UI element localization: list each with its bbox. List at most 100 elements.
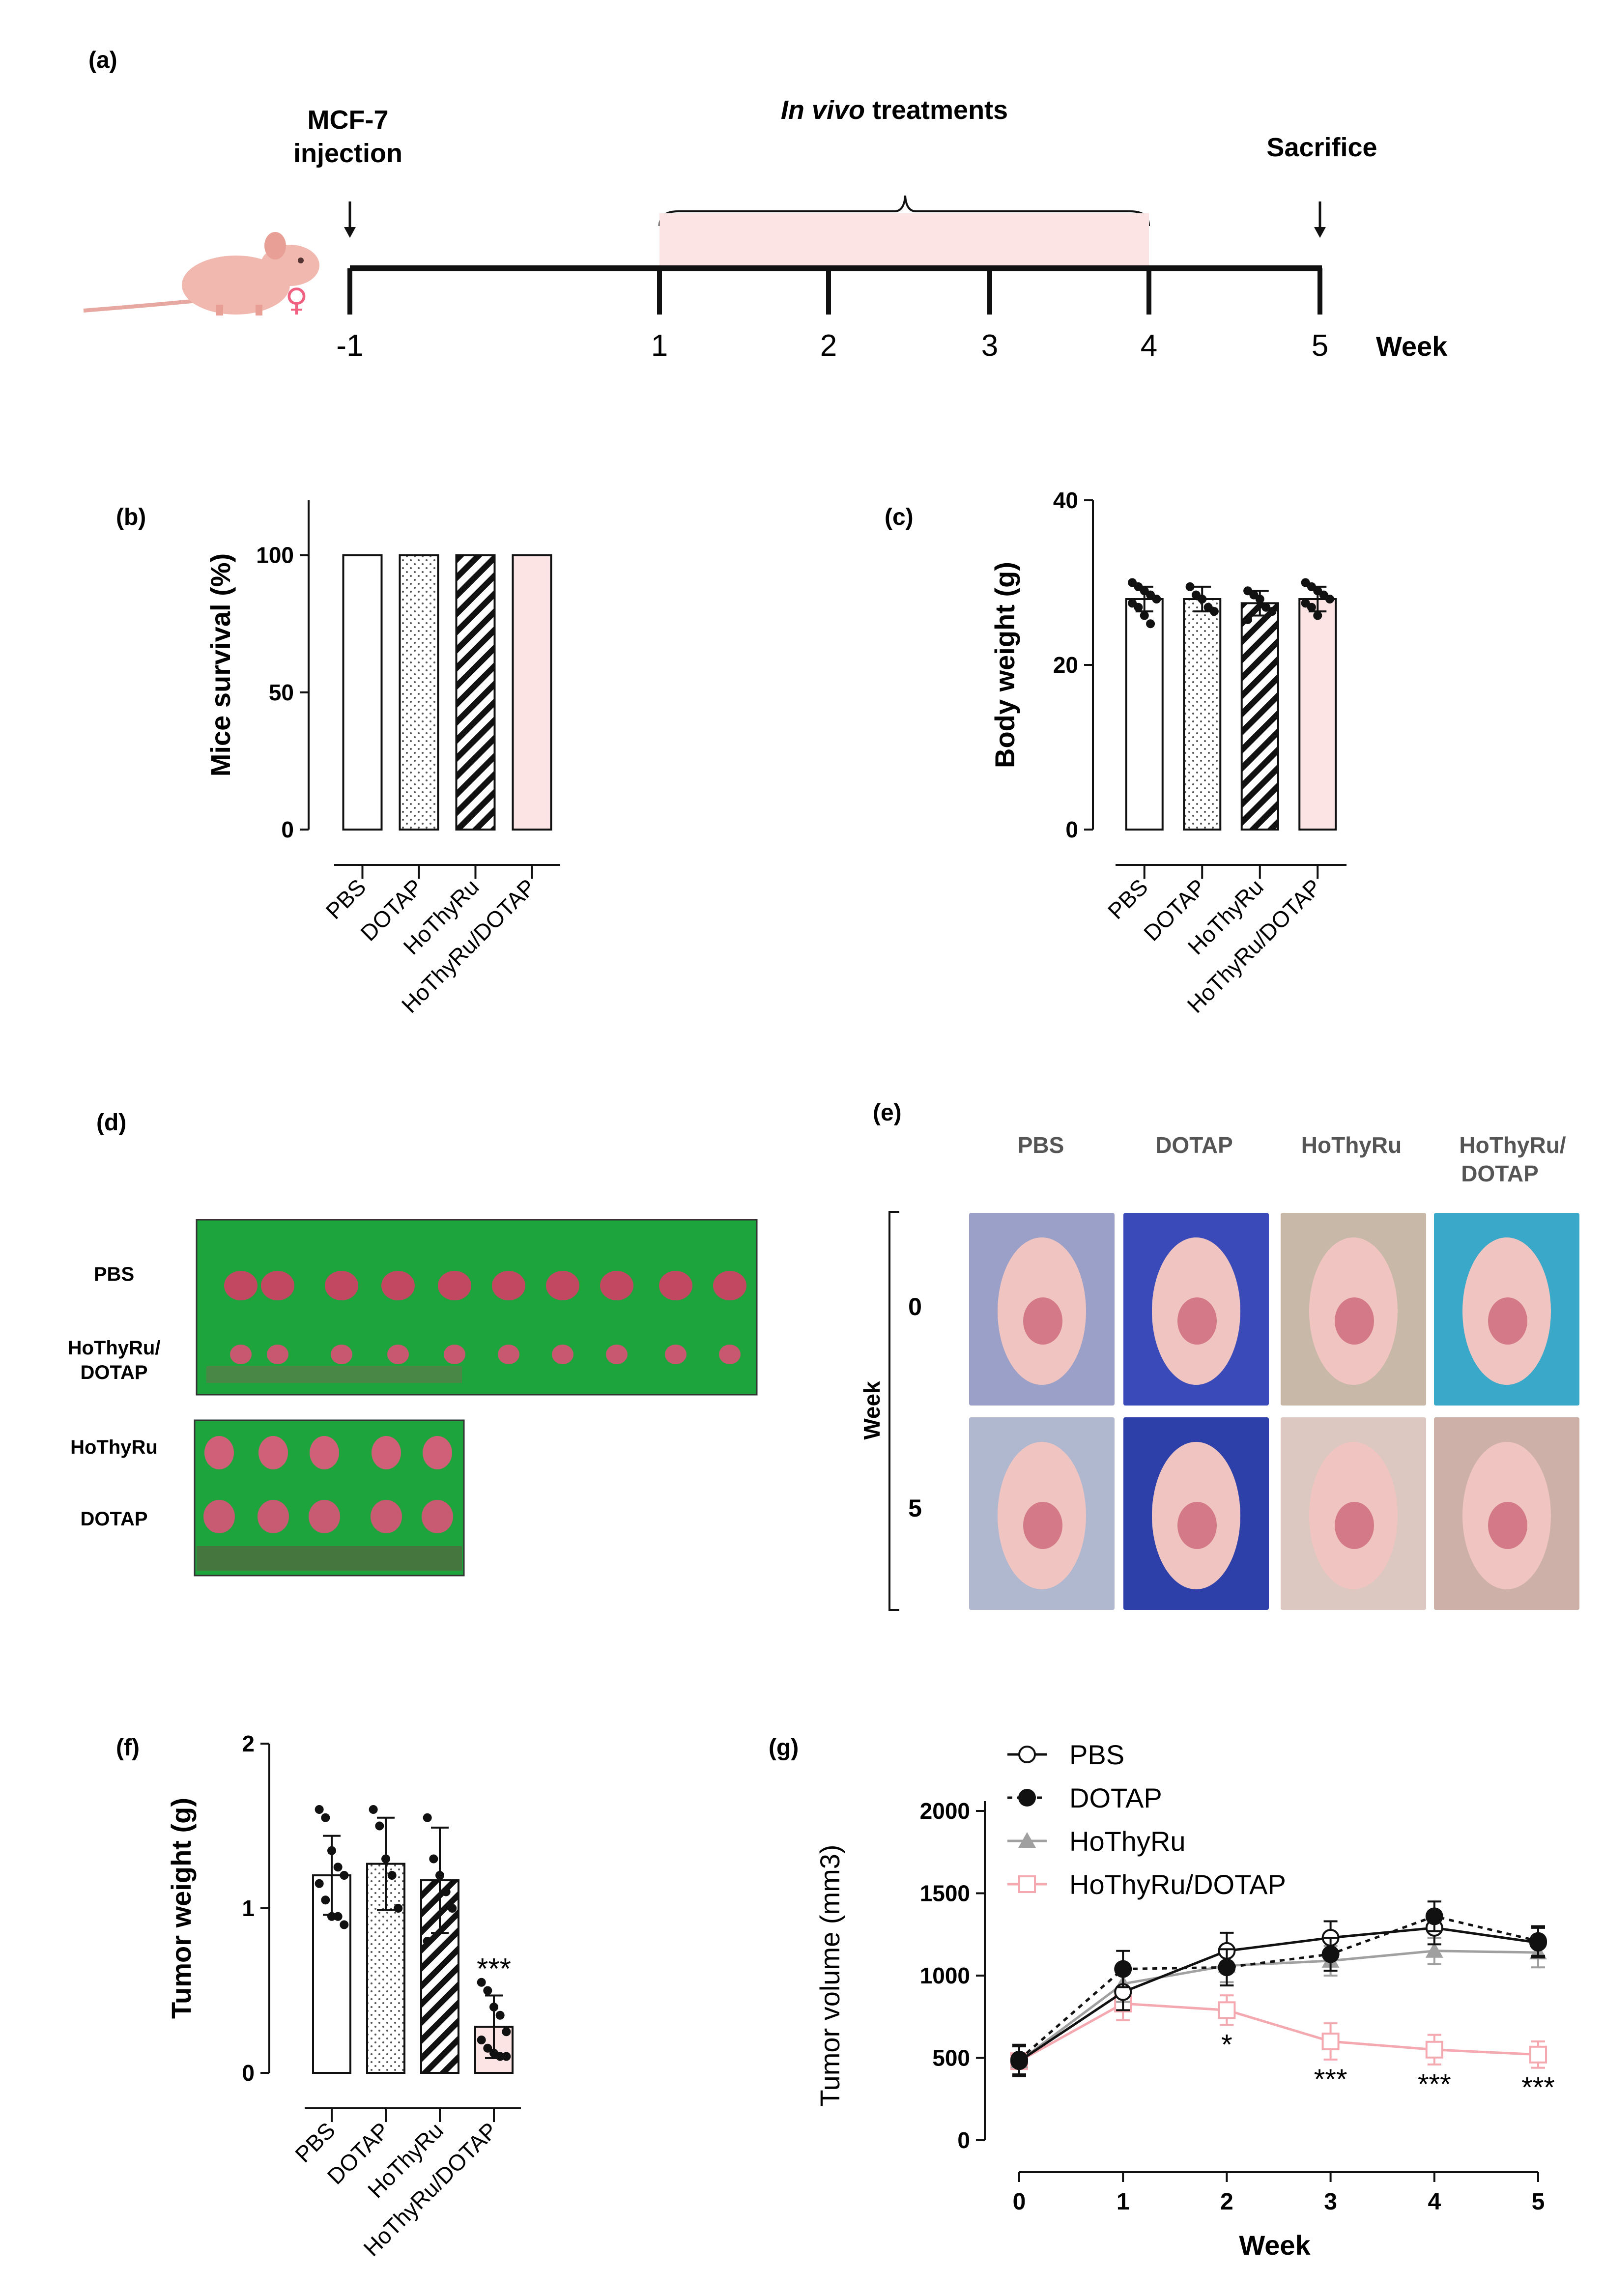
data-point [502,2027,511,2037]
data-point [1152,595,1161,603]
significance-label: *** [1314,2064,1347,2095]
significance-label: *** [1418,2068,1451,2100]
bar [1183,598,1222,831]
y-tick-label: 0 [1065,817,1078,842]
photo-e-axis-label: Week [859,1381,885,1440]
tumor-sample [546,1271,579,1300]
legend-label: PBS [1069,1739,1124,1770]
tumor-mark [1488,1502,1527,1549]
data-point [1325,595,1334,603]
y-axis-label: Tumor volume (mm3) [814,1844,845,2106]
data-point [495,2010,505,2020]
tumor-mark [1177,1297,1217,1345]
panel-e: (e) PBS DOTAP HoThyRu HoThyRu/ DOTAP Wee… [859,1100,1579,1611]
timeline-tick-label: 5 [1312,329,1328,363]
tumor-mark [1023,1297,1062,1345]
data-point [1218,1958,1236,1977]
data-point [495,2052,505,2061]
data-point [1321,2033,1340,2050]
bar [1298,598,1337,831]
tumor-sample [230,1345,252,1364]
y-axis-label: Body weight (g) [989,562,1020,768]
mouse-illustration: ♀ [83,232,319,318]
photo-d-row-pbs: PBS [94,1263,134,1285]
arrow-down-icon [1314,227,1326,238]
tumor-sample [258,1500,289,1533]
female-symbol-icon: ♀ [285,282,308,318]
tumor-samples [203,1271,746,1533]
x-tick-label: PBS [321,874,371,924]
y-tick-label: 1500 [920,1881,970,1906]
photo-e-col-pbs: PBS [1018,1132,1064,1158]
x-tick-label: 0 [1013,2189,1026,2215]
timeline-tick-label: 1 [651,329,668,363]
bar [1240,602,1279,831]
y-tick-label: 0 [242,2060,255,2086]
y-tick-label: 1 [242,1895,255,1921]
data-point [315,1879,324,1888]
x-tick-label: PBS [1103,874,1153,924]
data-point [1218,2001,1236,2019]
arrow-down-icon [344,227,356,238]
timeline-tick-label: 4 [1141,329,1157,363]
data-point [1010,2050,1028,2068]
panel-f-label: (f) [116,1735,140,1761]
y-tick-label: 2 [242,1731,255,1756]
data-point [477,2036,486,2044]
y-axis-label: Tumor weight (g) [166,1798,197,2019]
data-point [483,1986,492,1995]
photo-d-row-dotap: DOTAP [80,1508,147,1530]
bar [342,554,383,831]
timeline-tick-label: -1 [336,329,363,363]
tumor-sample [372,1436,401,1469]
tumor-sample [309,1500,340,1533]
panel-d-label: (d) [96,1110,126,1136]
tumor-sample [204,1436,234,1469]
panel-b-label: (b) [116,504,146,530]
data-point [321,1895,330,1905]
tumor-sample [261,1271,294,1300]
bar [312,1874,351,2074]
series-line [1018,1926,1539,2063]
x-tick-label: 1 [1117,2189,1130,2215]
legend-label: HoThyRu/DOTAP [1069,1869,1286,1900]
treatment-bracket [659,195,1150,227]
data-point [321,1813,330,1822]
y-tick-label: 1000 [920,1963,970,1988]
data-point [1209,607,1219,616]
data-point [489,2003,498,2011]
x-tick-label: 2 [1220,2189,1233,2215]
timeline-unit: Week [1376,331,1448,362]
tumor-sample [422,1500,453,1533]
data-point [375,1821,384,1831]
data-point [1307,603,1316,612]
data-point [1529,2045,1547,2064]
tumor-sample [498,1345,519,1364]
panel-d: (d) PBS HoThyRu/ DOTAP HoThyRu DOTAP [68,1110,758,1577]
data-point [1267,607,1277,616]
photo-e-col-hothyru-dotap-1: HoThyRu/ [1459,1132,1566,1158]
tumor-mark [1488,1297,1527,1345]
data-point [441,1887,451,1896]
data-point [333,1912,343,1921]
bar [455,554,496,831]
tumor-sample [267,1345,288,1364]
photo-d-row-hothyru: HoThyRu [70,1436,158,1458]
x-axis-label: Week [1239,2230,1311,2261]
significance-label: * [1221,2029,1232,2061]
x-tick-label: PBS [290,2117,340,2167]
data-point [394,1904,403,1913]
tumor-sample [492,1271,525,1300]
photo-d-row-hothyru-dotap-1: HoThyRu/ [68,1337,161,1359]
y-tick-label: 20 [1053,652,1078,678]
data-point [429,1854,438,1864]
panel-a-label: (a) [88,47,117,73]
bar [1125,598,1164,831]
data-point [435,1871,444,1880]
mouse-photos [969,1213,1579,1610]
injection-label-2: injection [293,139,402,168]
tumor-sample [325,1271,358,1300]
